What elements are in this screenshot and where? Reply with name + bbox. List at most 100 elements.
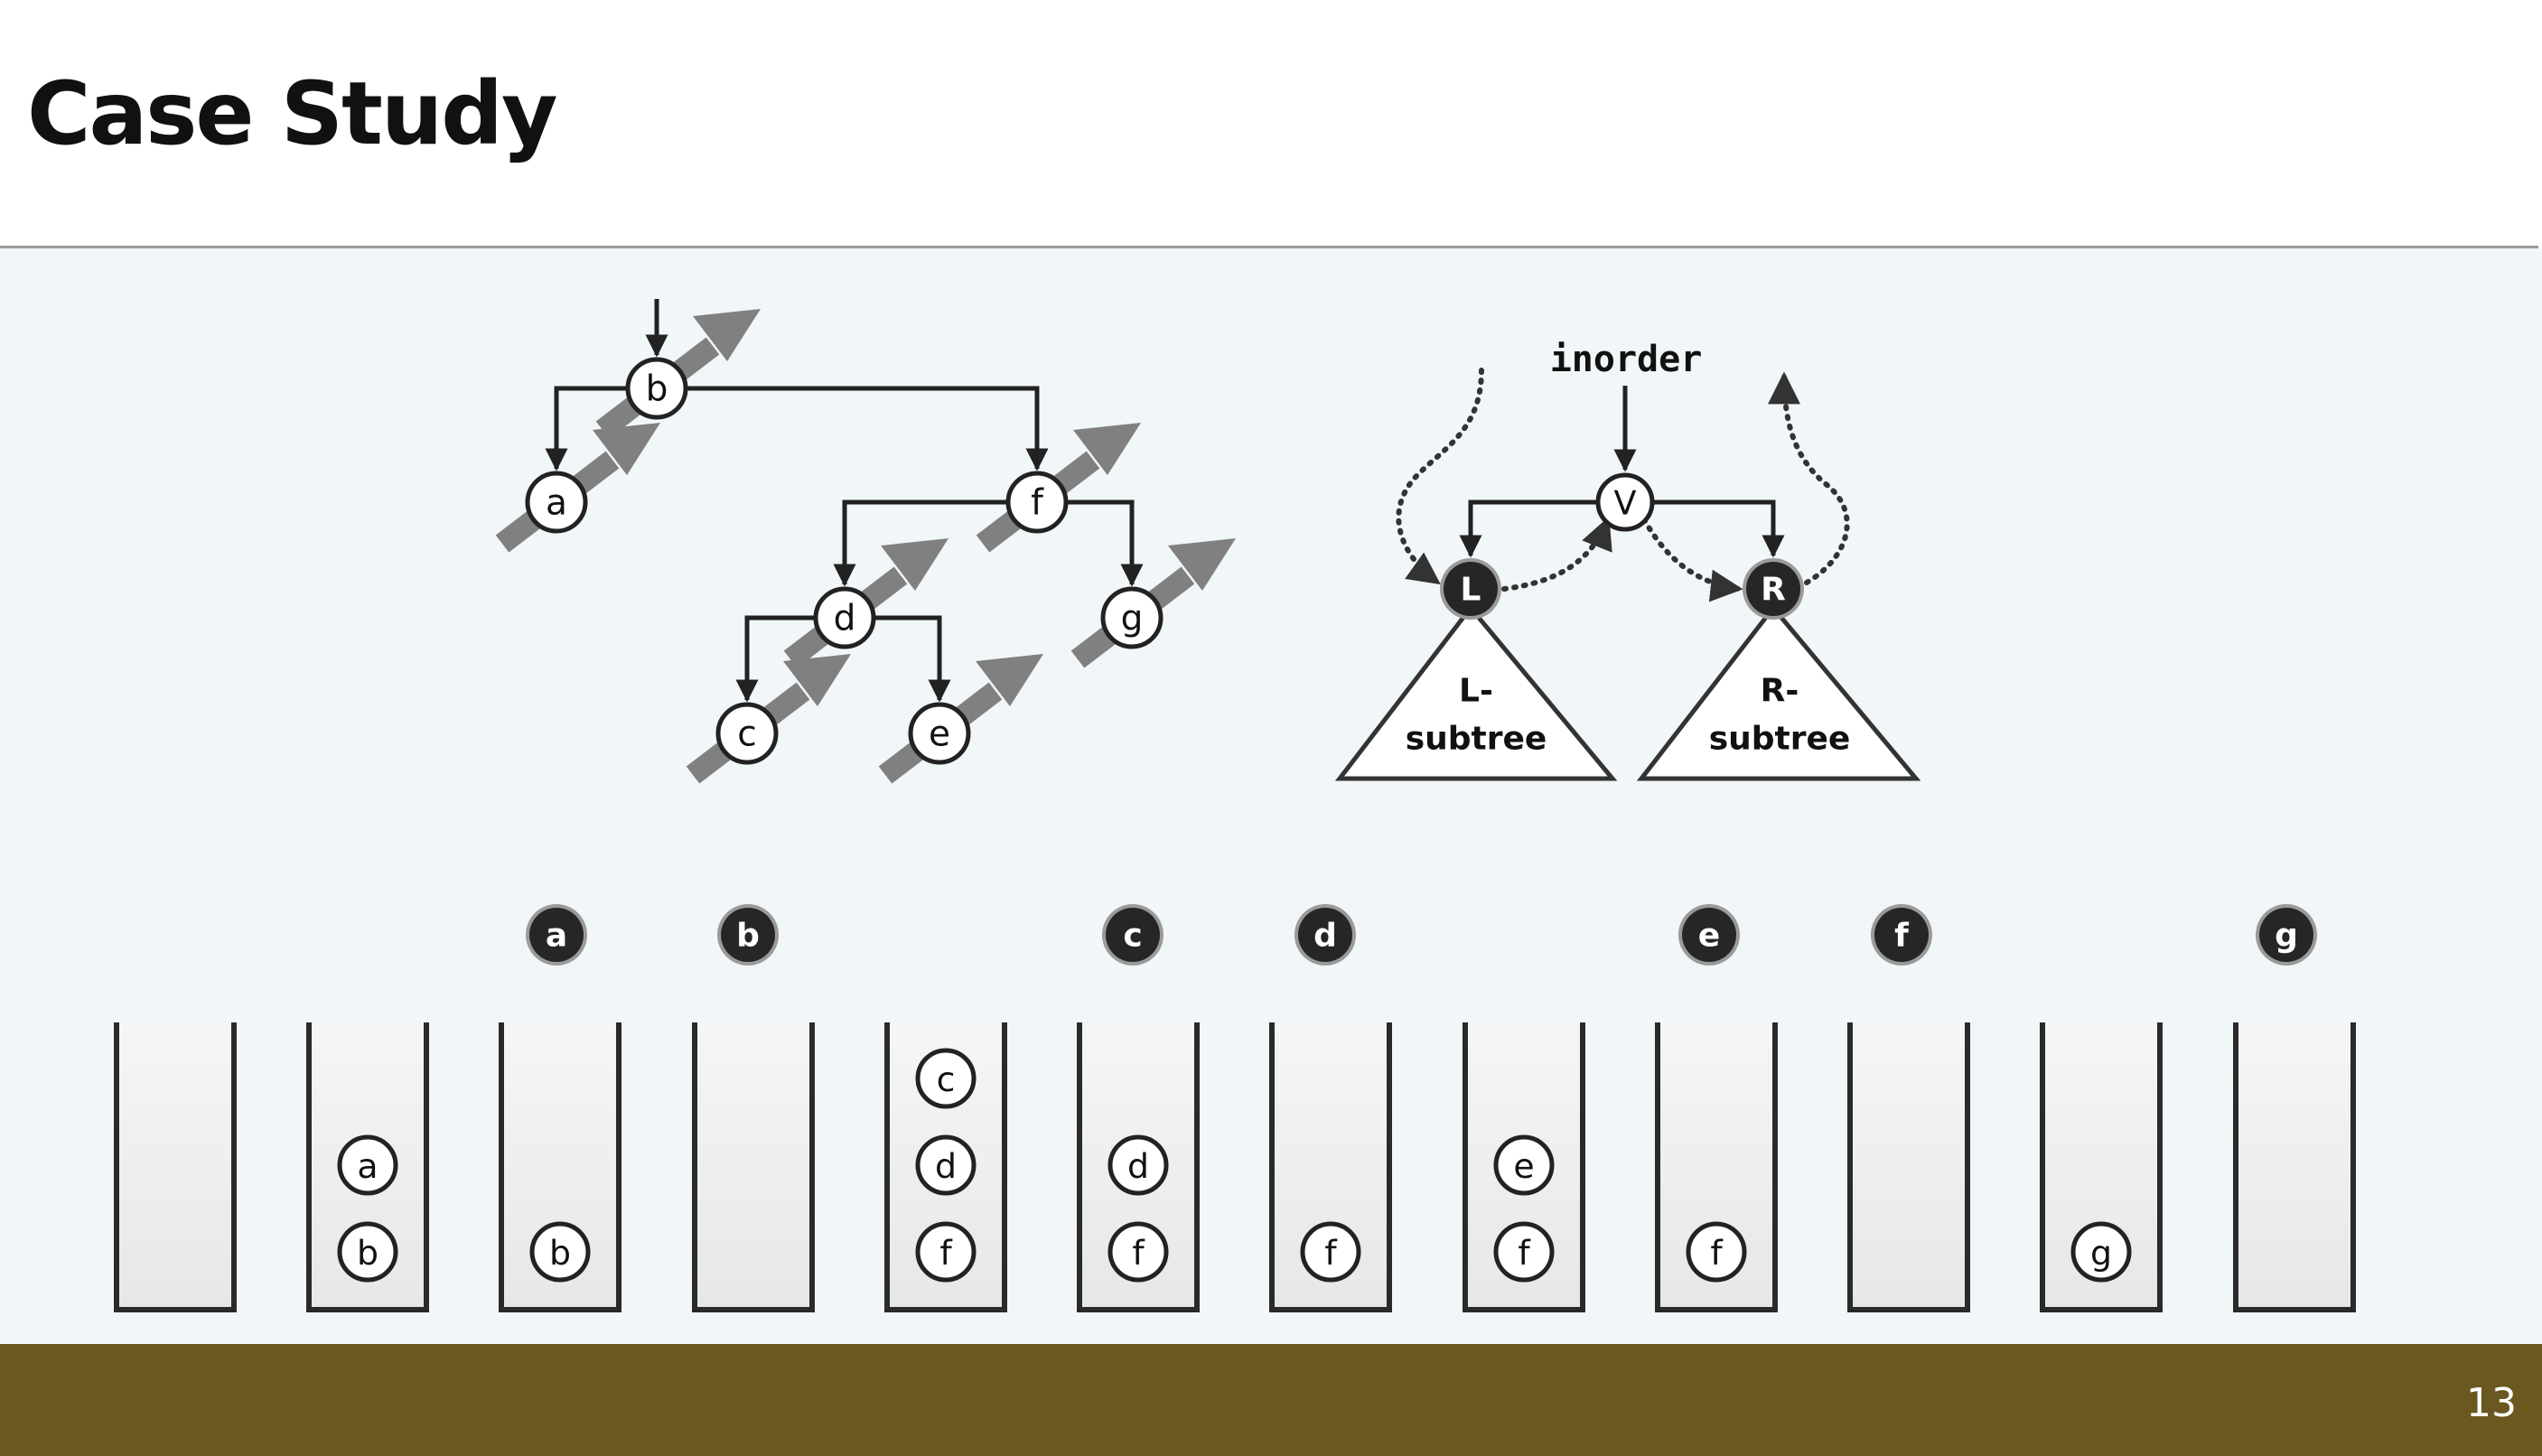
node-circle [625,357,688,420]
node-circle [1595,472,1655,532]
stack-3: b [499,1022,621,1312]
node-circle [2070,1221,2132,1283]
traversal-arrow [878,654,1043,784]
stack-item-d: d [915,1134,977,1196]
inorder-edge-left [1459,499,1596,558]
traversal-arrow [495,423,660,553]
right-subtree-label-2: subtree [1709,721,1851,758]
tree-edge [875,615,951,703]
stack-outline [1077,1022,1200,1312]
stack-6: df [1077,1022,1200,1312]
node-circle [529,908,584,962]
node-circle [1444,562,1498,616]
stack-item-b: b [337,1221,398,1283]
node-label: b [736,918,760,955]
tree-edge [687,386,1049,471]
stack-outline [884,1022,1007,1312]
node-label: g [2275,918,2298,955]
stack-item-a: a [337,1134,398,1196]
node-label: e [1513,1146,1534,1186]
node-label: R [1761,572,1786,609]
traversal-arrow [1070,538,1236,668]
node-circle [1107,1134,1169,1196]
node-circle [721,908,775,962]
stack-9: f [1655,1022,1778,1312]
node-circle [1493,1134,1555,1196]
node-circle [1107,1221,1169,1283]
tree-node-f: f [1005,471,1069,534]
stack-item-e: e [1493,1134,1555,1196]
node-circle [915,1134,977,1196]
page-number: 13 [2466,1380,2517,1426]
node-label: b [357,1233,378,1273]
node-circle [1746,562,1800,616]
traversal-arrow [976,423,1141,553]
stack-outline [692,1022,815,1312]
slide-header: Case Study [0,0,2542,246]
node-label: a [546,483,567,524]
stack-item-f: f [915,1221,977,1283]
node-label: f [1132,1233,1145,1273]
arrow-head [783,654,851,706]
node-circle [1686,1221,1747,1283]
node-label: b [549,1233,571,1273]
node-circle [1300,1221,1361,1283]
node-circle [915,1048,977,1109]
stack-1 [114,1022,237,1312]
right-subtree-triangle [1636,604,1921,781]
node-circle [1106,908,1160,962]
node-circle [813,586,876,649]
stack-outline [1463,1022,1585,1312]
tree-node-e: e [908,702,971,765]
node-label: g [1121,599,1144,639]
arrow-head [693,309,761,361]
inorder-label: inorder [1550,339,1703,380]
node-label: a [357,1146,378,1186]
tree-edge [735,615,814,703]
stack-outline [1655,1022,1778,1312]
tree-edge [1068,499,1144,587]
title-divider [0,246,2538,248]
right-subtree-label-1: R- [1761,673,1799,710]
left-subtree-label-2: subtree [1406,721,1547,758]
tree-node-c: c [715,702,779,765]
node-circle [715,702,779,765]
node-label: L [1461,572,1481,609]
visited-node-e: e [1678,904,1740,966]
left-subtree-triangle [1334,603,1618,781]
node-label: e [1698,918,1720,955]
stack-item-f: f [1107,1221,1169,1283]
stack-4 [692,1022,815,1312]
stack-fill [695,1022,812,1310]
node-label: f [1710,1233,1724,1273]
traversal-arrows [495,309,1236,784]
node-label: V [1613,484,1636,523]
stack-item-g: g [2070,1221,2132,1283]
node-circle [525,471,588,534]
tree-node-a: a [525,471,588,534]
stack-item-b: b [529,1221,591,1283]
node-label: c [737,714,756,755]
node-label: f [1031,483,1044,524]
visited-node-f: f [1871,904,1932,966]
inorder-node-l: L [1440,558,1501,620]
node-label: d [1313,918,1337,955]
node-label: d [834,599,856,639]
node-label: f [1894,918,1909,955]
left-subtree-label-1: L- [1459,673,1493,710]
node-circle [1874,908,1929,962]
inorder-edge-right [1654,499,1785,558]
stack-fill [2236,1022,2353,1310]
stack-item-f: f [1300,1221,1361,1283]
visited-node-g: g [2256,904,2317,966]
stack-10 [1847,1022,1970,1312]
node-circle [908,702,971,765]
page-title: Case Study [27,63,558,164]
node-label: f [1324,1233,1338,1273]
node-circle [1005,471,1069,534]
visited-node-c: c [1102,904,1164,966]
